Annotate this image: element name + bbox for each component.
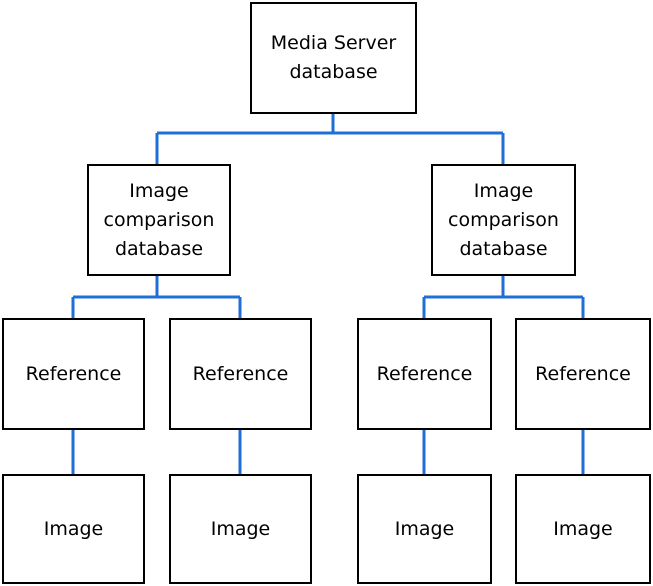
image-node-1: Image — [2, 474, 145, 584]
reference-node-4: Reference — [515, 318, 651, 430]
reference-node-1: Reference — [2, 318, 145, 430]
image-node-4: Image — [515, 474, 651, 584]
image-comparison-database-node-1: Image comparison database — [87, 164, 231, 276]
image-node-3: Image — [357, 474, 492, 584]
image-comparison-database-node-2: Image comparison database — [431, 164, 576, 276]
reference-node-2: Reference — [169, 318, 312, 430]
media-server-database-node: Media Server database — [250, 2, 417, 114]
image-node-2: Image — [169, 474, 312, 584]
reference-node-3: Reference — [357, 318, 492, 430]
